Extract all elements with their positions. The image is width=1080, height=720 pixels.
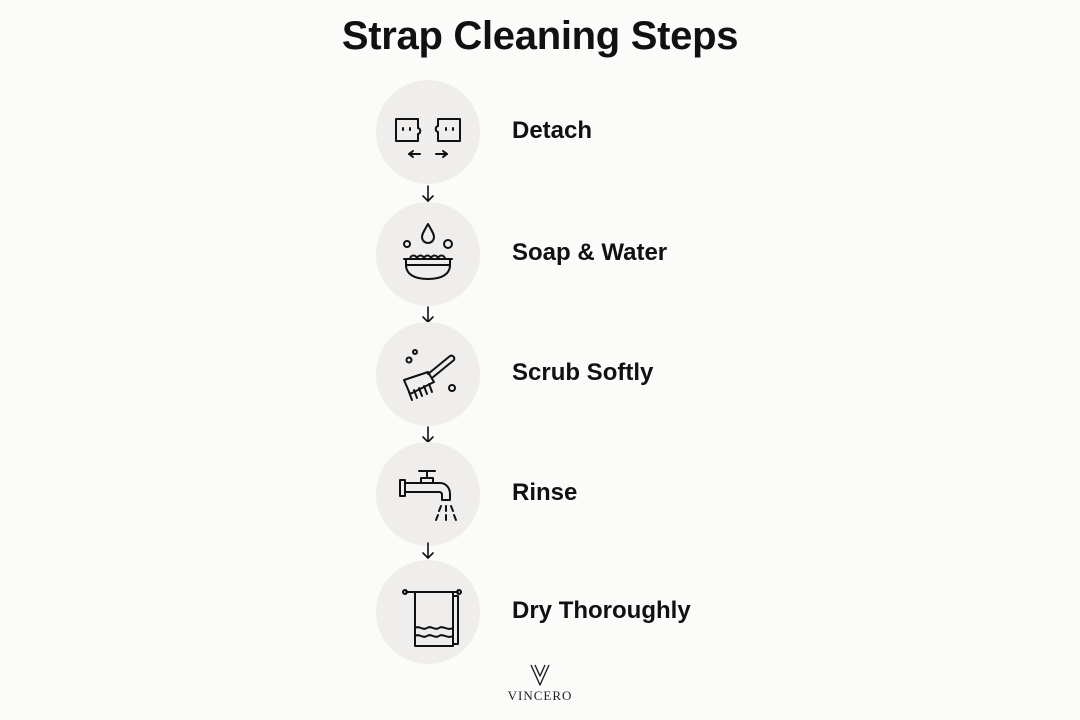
- step-scrub-softly: Scrub Softly: [376, 322, 836, 426]
- page-title: Strap Cleaning Steps: [341, 14, 739, 58]
- step-detach: Detach: [376, 80, 836, 184]
- faucet-icon: [399, 470, 457, 521]
- soap-bowl-icon: [403, 223, 453, 280]
- brand-name: VINCERO: [507, 688, 573, 703]
- arrow-down-icon: [422, 185, 434, 202]
- step-label: Rinse: [512, 479, 578, 506]
- detach-strap-icon: [395, 118, 461, 158]
- step-icon-circle: [376, 442, 480, 546]
- step-icon-circle: [376, 80, 480, 184]
- step-rinse: Rinse: [376, 442, 836, 546]
- step-label: Scrub Softly: [512, 359, 654, 386]
- step-icon-circle: [376, 322, 480, 426]
- step-icon-circle: [376, 202, 480, 306]
- scrub-brush-icon: [403, 349, 456, 401]
- towel-icon: [402, 589, 462, 647]
- vincero-v-icon: [530, 664, 550, 686]
- arrow-down-icon: [422, 542, 434, 559]
- step-dry-thoroughly: Dry Thoroughly: [376, 560, 836, 664]
- step-soap-water: Soap & Water: [376, 202, 836, 306]
- step-label: Soap & Water: [512, 239, 668, 266]
- step-label: Detach: [512, 117, 593, 144]
- step-label: Dry Thoroughly: [512, 597, 691, 624]
- step-icon-circle: [376, 560, 480, 664]
- brand-logo: VINCERO: [490, 664, 590, 714]
